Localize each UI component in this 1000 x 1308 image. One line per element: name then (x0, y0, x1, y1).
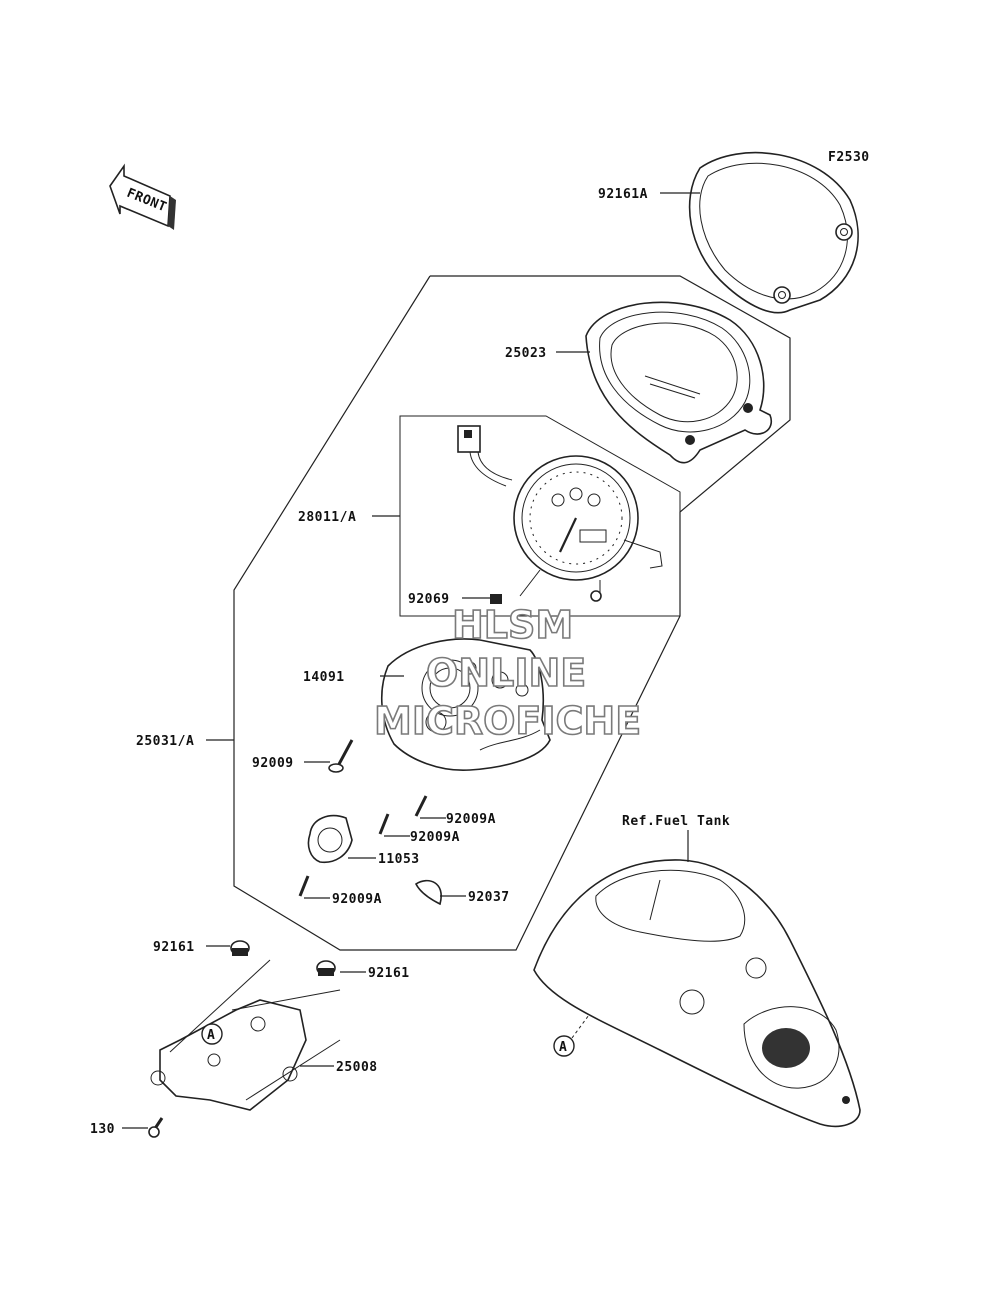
nut-92069 (490, 594, 502, 604)
callout-92009A-1: 92009A (446, 812, 496, 827)
clip-92037 (414, 879, 442, 906)
grommet-92161-2 (316, 960, 336, 976)
callout-25008: 25008 (336, 1060, 378, 1075)
callout-92037: 92037 (468, 890, 510, 905)
reference-marker-a-1: A (201, 1023, 223, 1045)
grommet-92161-1 (230, 940, 250, 956)
callout-28011A: 28011/A (298, 510, 356, 525)
meter-cover-25023 (585, 301, 773, 464)
screw-92009A-3 (298, 875, 310, 897)
plate-11053 (307, 814, 353, 864)
callout-11053: 11053 (378, 852, 420, 867)
callout-92009: 92009 (252, 756, 294, 771)
bolt-130 (148, 1117, 164, 1138)
watermark-line-1: HLSM (452, 603, 573, 647)
watermark-line-2: ONLINE (426, 651, 586, 695)
callout-92009A-2: 92009A (410, 830, 460, 845)
callout-ref-fuel-tank: Ref.Fuel Tank (622, 814, 730, 829)
callout-25023: 25023 (505, 346, 547, 361)
watermark-line-3: MICROFICHE (374, 699, 641, 743)
screw-92009 (328, 739, 354, 773)
figure-code: F2530 (828, 150, 870, 165)
meter-box-outline (399, 415, 681, 617)
meter-case-14091 (380, 638, 551, 771)
bracket-25008 (150, 959, 341, 1111)
gasket-ring-92161A (688, 151, 859, 314)
callout-92161-2: 92161 (368, 966, 410, 981)
screw-92009A-2 (378, 813, 390, 835)
callout-92009A-3: 92009A (332, 892, 382, 907)
callout-130: 130 (90, 1122, 115, 1137)
front-arrow-icon: FRONT (109, 163, 176, 230)
svg-text:A: A (207, 1028, 215, 1043)
reference-marker-a-2: A (553, 1035, 575, 1057)
screw-92009A-1 (414, 795, 428, 817)
speedometer-28011 (457, 425, 663, 602)
callout-25031A: 25031/A (136, 734, 194, 749)
fuel-tank-panel (533, 859, 861, 1128)
callout-92161A: 92161A (598, 187, 648, 202)
svg-text:A: A (559, 1040, 567, 1055)
callout-14091: 14091 (303, 670, 345, 685)
callout-92161-1: 92161 (153, 940, 195, 955)
callout-92069: 92069 (408, 592, 450, 607)
